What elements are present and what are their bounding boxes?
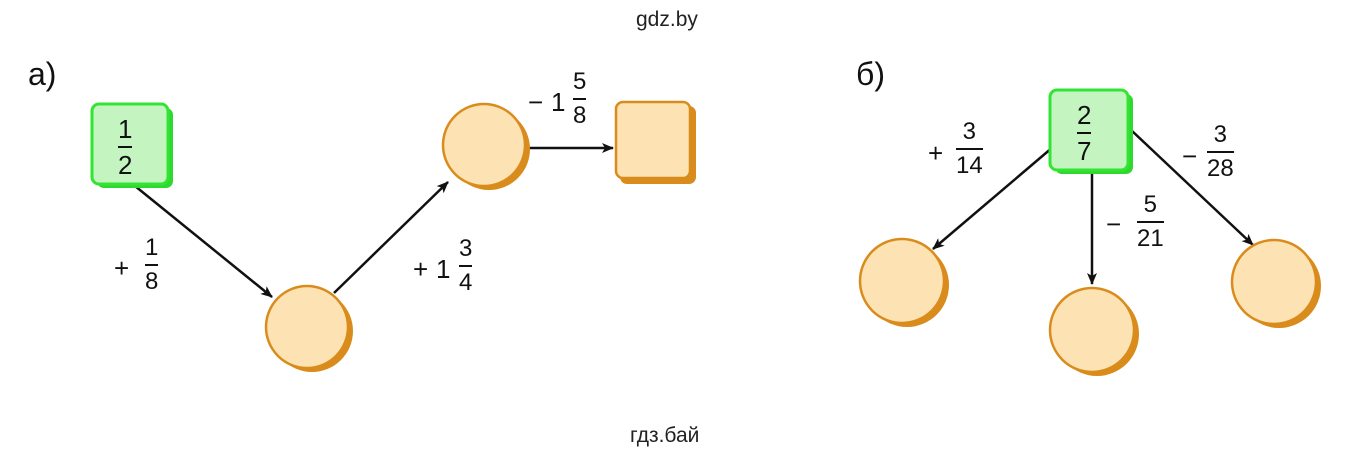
part-a-label: а) [28, 56, 57, 92]
numerator: 3 [962, 118, 977, 145]
arrow-b3 [1130, 129, 1254, 246]
op-b1-sign: + [928, 138, 944, 168]
part-b-label: б) [856, 56, 885, 92]
op-a2-fraction: 3 4 [459, 235, 473, 296]
arrow-a1 [134, 185, 273, 298]
op-b2-fraction: 5 21 [1137, 193, 1164, 251]
numerator: 5 [573, 68, 587, 95]
numerator: 2 [1077, 100, 1092, 130]
op-b3-sign: − [1182, 141, 1198, 171]
start-fraction-a: 1 2 [118, 114, 133, 180]
answer-square-a [614, 100, 696, 184]
op-a2-whole: 1 [436, 254, 451, 284]
op-b3-fraction: 3 28 [1207, 123, 1234, 181]
fraction-bar [118, 146, 133, 148]
start-fraction-b: 2 7 [1077, 100, 1092, 166]
fraction-bar [145, 264, 159, 266]
op-a3-whole: 1 [551, 87, 566, 117]
denominator: 2 [118, 150, 133, 180]
answer-circle-b3 [1230, 238, 1321, 328]
denominator: 8 [573, 102, 587, 129]
fraction-bar [459, 265, 473, 267]
watermark-top: gdz.by [636, 8, 698, 31]
denominator: 4 [459, 269, 473, 296]
numerator: 1 [145, 234, 159, 261]
op-a2-sign: + [413, 254, 429, 284]
start-box-a [90, 102, 173, 188]
arrow-a2 [333, 181, 449, 294]
op-a1-sign: + [114, 253, 130, 283]
denominator: 14 [956, 152, 983, 179]
op-b2-sign: − [1106, 209, 1122, 239]
fraction-bar [1137, 221, 1164, 223]
denominator: 8 [145, 268, 159, 295]
op-a3-sign: − [528, 87, 544, 117]
numerator: 1 [118, 114, 133, 144]
fraction-bar [1077, 132, 1092, 134]
denominator: 7 [1077, 136, 1092, 166]
op-a3-fraction: 5 8 [573, 68, 587, 129]
numerator: 3 [1213, 121, 1228, 148]
denominator: 28 [1207, 155, 1234, 182]
answer-circle-a1 [264, 284, 353, 372]
op-a1-fraction: 1 8 [145, 234, 159, 295]
watermark-bottom: гдз.бай [630, 424, 700, 447]
fraction-bar [956, 148, 983, 150]
numerator: 5 [1143, 191, 1158, 218]
numerator: 3 [459, 235, 473, 262]
answer-circle-b1 [858, 237, 949, 327]
answer-circle-a2 [441, 102, 530, 190]
op-b1-fraction: 3 14 [956, 120, 983, 178]
denominator: 21 [1137, 225, 1164, 252]
start-box-b [1048, 88, 1133, 174]
fraction-bar [573, 98, 587, 100]
answer-circle-b2 [1048, 286, 1139, 376]
fraction-bar [1207, 151, 1234, 153]
